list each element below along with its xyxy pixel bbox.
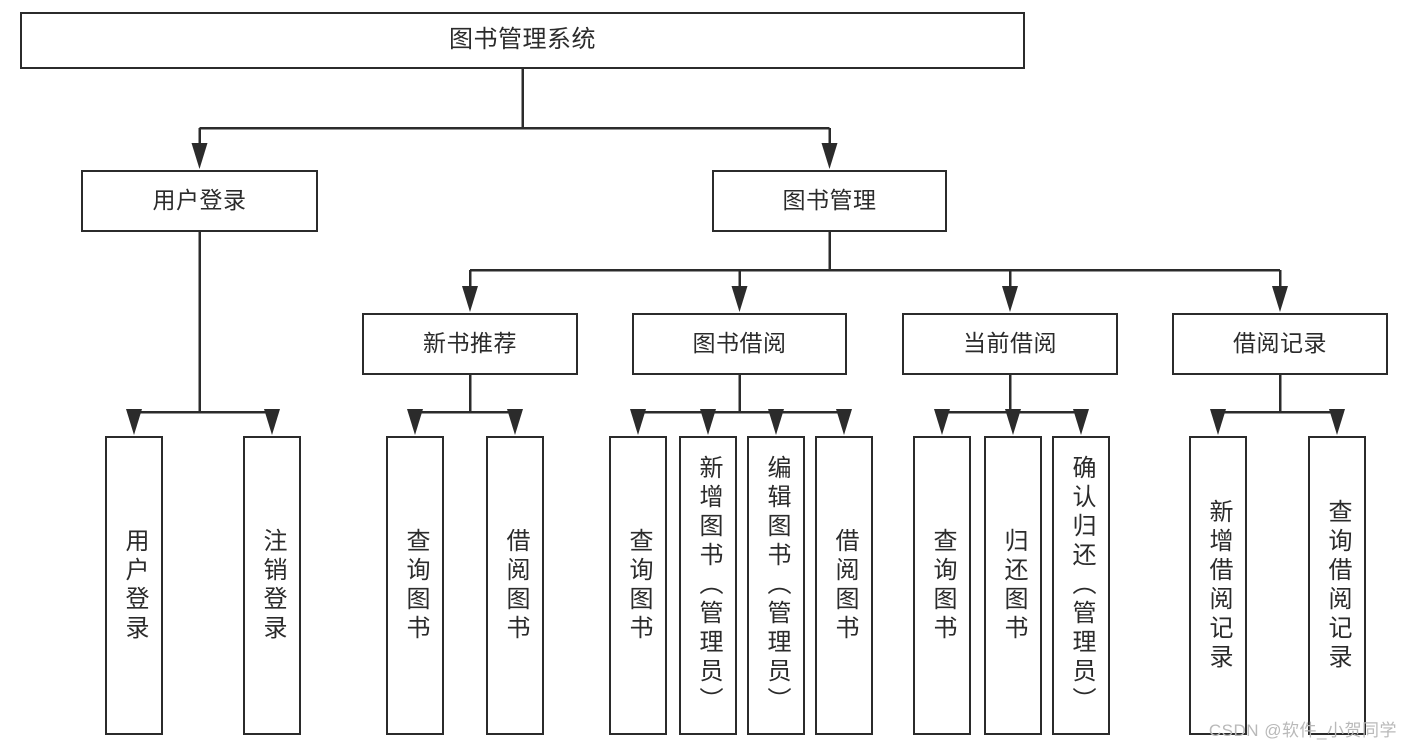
node-leaf-query-book-2[interactable]: 查询图书 [609, 436, 667, 735]
node-label: 新增图书（管理员） [695, 455, 722, 716]
node-label: 借阅图书 [831, 527, 858, 644]
node-label: 归还图书 [1000, 527, 1027, 644]
node-leaf-confirm-return[interactable]: 确认归还（管理员） [1052, 436, 1110, 735]
node-label: 注销登录 [259, 527, 286, 644]
node-leaf-borrow-book-1[interactable]: 借阅图书 [486, 436, 544, 735]
node-leaf-add-book[interactable]: 新增图书（管理员） [679, 436, 737, 735]
node-borrow-record[interactable]: 借阅记录 [1172, 313, 1388, 375]
node-label: 编辑图书（管理员） [763, 455, 790, 716]
node-label: 借阅图书 [502, 527, 529, 644]
node-label: 用户登录 [121, 527, 148, 644]
node-label: 查询图书 [402, 527, 429, 644]
node-label: 图书管理 [782, 187, 877, 214]
node-leaf-return-book[interactable]: 归还图书 [984, 436, 1042, 735]
node-label: 新增借阅记录 [1205, 498, 1232, 673]
node-label: 查询借阅记录 [1324, 498, 1351, 673]
node-book-borrow[interactable]: 图书借阅 [632, 313, 847, 375]
node-leaf-query-record[interactable]: 查询借阅记录 [1308, 436, 1366, 735]
node-leaf-edit-book[interactable]: 编辑图书（管理员） [747, 436, 805, 735]
node-label: 确认归还（管理员） [1068, 455, 1095, 716]
node-leaf-borrow-book-2[interactable]: 借阅图书 [815, 436, 873, 735]
node-leaf-user-login[interactable]: 用户登录 [105, 436, 163, 735]
node-label: 图书管理系统 [449, 26, 596, 54]
node-label: 新书推荐 [423, 330, 517, 357]
node-label: 查询图书 [929, 527, 956, 644]
node-leaf-user-logout[interactable]: 注销登录 [243, 436, 301, 735]
node-label: 借阅记录 [1233, 330, 1327, 357]
node-leaf-query-book-3[interactable]: 查询图书 [913, 436, 971, 735]
node-user-login[interactable]: 用户登录 [81, 170, 318, 232]
node-new-book-recommend[interactable]: 新书推荐 [362, 313, 578, 375]
node-label: 用户登录 [152, 187, 247, 214]
node-label: 当前借阅 [963, 330, 1057, 357]
node-label: 图书借阅 [692, 330, 787, 357]
node-book-manage[interactable]: 图书管理 [712, 170, 947, 232]
node-leaf-add-record[interactable]: 新增借阅记录 [1189, 436, 1247, 735]
node-current-borrow[interactable]: 当前借阅 [902, 313, 1118, 375]
node-root-root[interactable]: 图书管理系统 [20, 12, 1025, 69]
node-leaf-query-book-1[interactable]: 查询图书 [386, 436, 444, 735]
node-label: 查询图书 [625, 527, 652, 644]
